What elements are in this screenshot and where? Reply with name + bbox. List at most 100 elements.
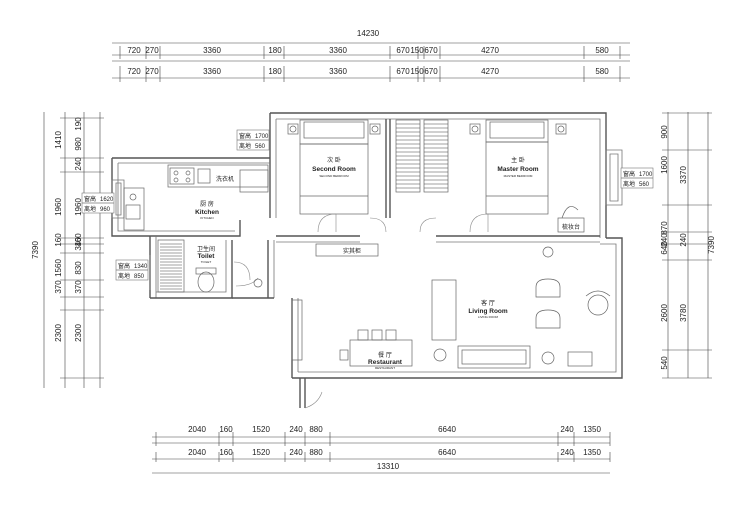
- living-room-sub: LIVING ROOM: [478, 315, 499, 319]
- kitchen-sub: KITCHEN: [200, 216, 213, 220]
- entry-door: [304, 391, 323, 409]
- dining-cabinet: [291, 299, 303, 361]
- top-dim-r2: 4270: [481, 67, 499, 76]
- top-dim-r2: 580: [595, 67, 609, 76]
- svg-text:窗高: 窗高: [239, 132, 251, 140]
- left-dim-inner: 2300: [74, 324, 83, 342]
- armchair-1: [535, 278, 561, 298]
- kitchen-counter-left: [123, 187, 145, 231]
- living-room-cn: 客 厅: [481, 299, 495, 307]
- bottom-dim-r2: 6640: [438, 448, 456, 457]
- svg-text:960: 960: [100, 207, 111, 213]
- bottom-dim-r1: 240: [289, 425, 303, 434]
- plant-1: [541, 351, 555, 365]
- washer: [239, 169, 269, 193]
- second-bed-headboard: [299, 119, 369, 145]
- master-nightstand-left: [469, 123, 481, 135]
- nightstand-left: [287, 123, 299, 135]
- tv-cabinet: [431, 279, 457, 341]
- dresser-stool: [561, 206, 579, 219]
- bottom-dim-r2: 160: [219, 448, 233, 457]
- toilet-sub: TOILET: [201, 260, 212, 264]
- window-spec-toilet: 窗高 1340 离地 850: [115, 259, 149, 281]
- toilet-cn: 卫生间: [197, 245, 215, 253]
- left-dim-outer: 2300: [54, 324, 63, 342]
- living-room: [431, 246, 611, 369]
- toilet-bowl: [197, 271, 215, 293]
- shower-lines: [160, 243, 182, 290]
- top-dim-r1: 670: [424, 46, 438, 55]
- bottom-dimension-ticks: [155, 432, 611, 462]
- top-dim-r1: 580: [595, 46, 609, 55]
- master-nightstand-right: [555, 123, 567, 135]
- svg-text:离地: 离地: [623, 180, 635, 188]
- left-dim-inner: 340: [74, 237, 83, 251]
- right-dim-inner: 900: [660, 125, 669, 139]
- room-labels: 次 卧 Second Room SECOND BEDROOM 主 卧 Maste…: [195, 156, 539, 370]
- window-spec-master: 窗高 1700 离地 560: [620, 167, 654, 189]
- bottom-dimensions: 13310: [152, 436, 610, 474]
- stove: [169, 167, 195, 185]
- right-dim-inner: 2600: [660, 304, 669, 322]
- dining-room: [291, 299, 413, 409]
- left-dim-inner: 980: [74, 137, 83, 151]
- left-dim-inner: 190: [74, 117, 83, 131]
- svg-text:1700: 1700: [255, 134, 269, 140]
- svg-text:窗高: 窗高: [118, 262, 130, 270]
- bottom-dim-r2: 240: [560, 448, 574, 457]
- left-dim-inner: 240: [74, 157, 83, 171]
- plant-3: [433, 348, 447, 362]
- master-room-cn: 主 卧: [511, 156, 525, 164]
- master-room-sub: MASTER BEDROOM: [504, 174, 533, 178]
- right-dim-outer: 3780: [679, 304, 688, 322]
- second-room-sub: SECOND BEDROOM: [319, 174, 349, 178]
- master-bed-headboard: [485, 119, 549, 143]
- master-room-en: Master Room: [497, 166, 538, 173]
- svg-text:窗高: 窗高: [623, 170, 635, 178]
- top-dim-r2: 3360: [203, 67, 221, 76]
- right-dim-inner: 640: [660, 241, 669, 255]
- top-dim-r2: 270: [145, 67, 159, 76]
- left-dim-outer: 1960: [54, 198, 63, 216]
- restaurant-sub: RESTAURANT: [375, 366, 395, 370]
- restaurant-cn: 餐 厅: [378, 351, 392, 359]
- kitchen-en: Kitchen: [195, 209, 219, 216]
- left-total: 7390: [31, 241, 40, 259]
- bottom-dim-r2: 1350: [583, 448, 601, 457]
- master-room: [369, 119, 585, 233]
- sink: [197, 168, 211, 184]
- window-spec-second: 窗高 1700 离地 560: [236, 129, 270, 151]
- right-dim-inner: 1600: [660, 156, 669, 174]
- round-chair: [587, 294, 609, 316]
- right-dim-outer: 240: [679, 233, 688, 247]
- dresser: [557, 217, 585, 233]
- bottom-dim-r1: 2040: [188, 425, 206, 434]
- svg-text:850: 850: [134, 274, 145, 280]
- toilet-en: Toilet: [198, 253, 216, 260]
- misc-labels: 洗衣机 实其柜 梳妆台: [216, 175, 580, 255]
- svg-text:1700: 1700: [639, 172, 653, 178]
- bottom-dim-r1: 1350: [583, 425, 601, 434]
- second-bed: [299, 143, 369, 215]
- right-total: 7390: [707, 236, 716, 254]
- svg-text:离地: 离地: [84, 205, 96, 213]
- left-dim-outer: 370: [54, 280, 63, 294]
- top-dim-r1: 180: [268, 46, 282, 55]
- top-dim-r2: 150: [410, 67, 424, 76]
- svg-text:560: 560: [639, 182, 650, 188]
- top-dim-r2: 670: [424, 67, 438, 76]
- sofa: [457, 345, 531, 369]
- second-room-cn: 次 卧: [327, 156, 341, 164]
- shoe-cabinet: [315, 243, 379, 257]
- top-dim-r1: 270: [145, 46, 159, 55]
- top-dim-r2: 720: [127, 67, 141, 76]
- bottom-dim-r1: 160: [219, 425, 233, 434]
- bottom-dim-r1: 1520: [252, 425, 270, 434]
- left-dim-outer: 1560: [54, 259, 63, 277]
- right-dim-outer: 3370: [679, 166, 688, 184]
- washer-label: 洗衣机: [216, 175, 234, 183]
- svg-text:1340: 1340: [134, 264, 148, 270]
